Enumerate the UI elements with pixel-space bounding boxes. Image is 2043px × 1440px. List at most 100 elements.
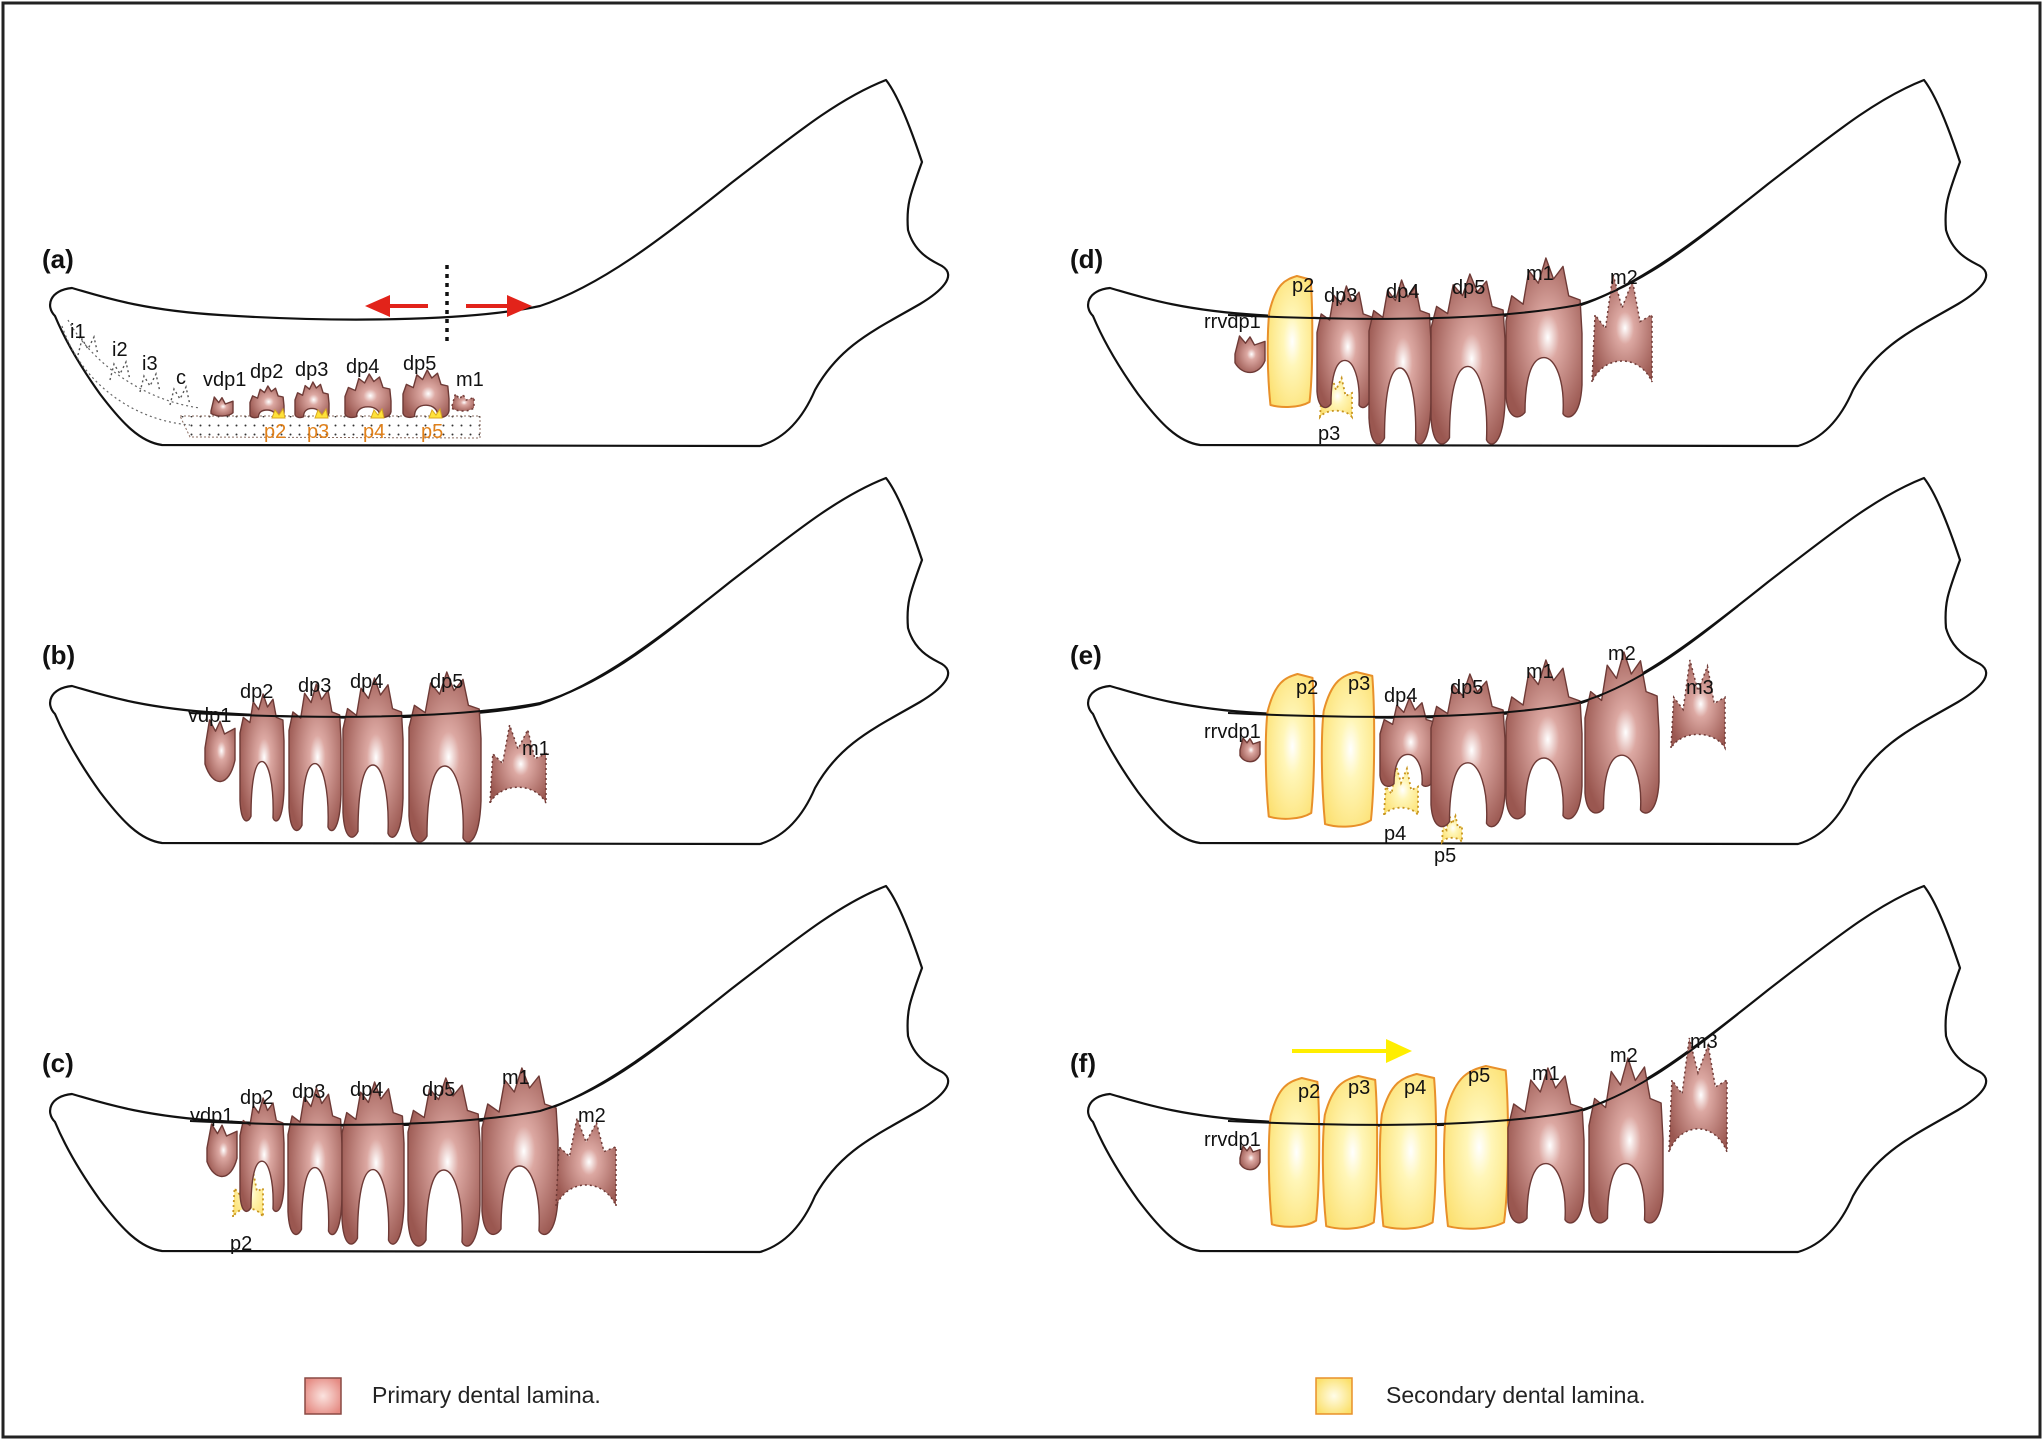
growth-arrow-right-head	[507, 295, 532, 317]
gum-line-b	[189, 605, 701, 718]
tooth-m2	[1591, 273, 1653, 383]
tooth-rrvdp1	[1234, 335, 1266, 374]
label-dp4: dp4	[1384, 685, 1417, 707]
tooth-p2	[1264, 673, 1316, 820]
label-p2: p2	[264, 421, 286, 443]
gum-line-c	[189, 1013, 701, 1126]
label-i3: i3	[142, 353, 158, 375]
label-dp2: dp2	[240, 1087, 273, 1109]
tooth-dp5	[402, 369, 450, 419]
anterior-lamina	[61, 325, 191, 426]
label-dp3: dp3	[1324, 285, 1357, 307]
bud-p2	[271, 407, 286, 419]
label-p2: p2	[230, 1233, 252, 1255]
label-m1: m1	[1532, 1063, 1560, 1085]
label-i1: i1	[70, 321, 86, 343]
label-m1: m1	[502, 1067, 530, 1089]
label-dp5: dp5	[422, 1079, 455, 1101]
label-p5: p5	[421, 421, 443, 443]
tooth-m3	[1670, 659, 1726, 751]
gum-line-f	[1227, 1013, 1739, 1126]
bud-p4	[370, 407, 385, 419]
label-m2: m2	[578, 1105, 606, 1127]
label-dp4: dp4	[350, 1079, 383, 1101]
label-p5: p5	[1434, 845, 1456, 867]
panel-label-c: (c)	[42, 1048, 74, 1078]
anterior-lamina-inner	[67, 319, 201, 409]
legend-label-primary: Primary dental lamina.	[372, 1382, 601, 1408]
label-p2: p2	[1292, 275, 1314, 297]
tooth-m1	[1505, 659, 1583, 820]
tooth-m1	[489, 722, 547, 804]
label-vdp1: vdp1	[203, 369, 246, 391]
label-dp4: dp4	[350, 671, 383, 693]
tooth-dp4	[1368, 279, 1432, 445]
label-dp4: dp4	[1386, 281, 1419, 303]
tooth-dp5	[1430, 673, 1506, 828]
panel-label-d: (d)	[1070, 244, 1103, 274]
tooth-dp3	[288, 683, 342, 832]
label-p5: p5	[1468, 1065, 1490, 1087]
tooth-dp4	[344, 373, 392, 419]
label-i2: i2	[112, 339, 128, 361]
label-p3: p3	[1318, 423, 1340, 445]
label-p4: p4	[1404, 1077, 1426, 1099]
panel-label-f: (f)	[1070, 1048, 1096, 1078]
label-p3: p3	[1348, 673, 1370, 695]
label-rrvdp1: rrvdp1	[1204, 721, 1261, 743]
tooth-p3	[1321, 1075, 1379, 1230]
panel-label-b: (b)	[42, 640, 75, 670]
label-dp3: dp3	[295, 359, 328, 381]
label-rrvdp1: rrvdp1	[1204, 1129, 1261, 1151]
label-m1: m1	[456, 369, 484, 391]
label-c: c	[176, 367, 186, 389]
tooth-m1	[451, 392, 475, 412]
bud-c	[169, 384, 191, 406]
tooth-m2	[1584, 651, 1660, 814]
label-m3: m3	[1686, 677, 1714, 699]
tooth-dp2	[239, 1097, 285, 1213]
label-vdp1: vdp1	[190, 1105, 233, 1127]
label-p3: p3	[307, 421, 329, 443]
bud-i1	[77, 334, 99, 356]
label-dp2: dp2	[250, 361, 283, 383]
label-dp2: dp2	[240, 681, 273, 703]
tooth-dp3	[1316, 285, 1374, 409]
growth-arrow-left-head	[365, 295, 390, 317]
label-dp3: dp3	[292, 1081, 325, 1103]
tooth-vdp1	[210, 396, 234, 417]
bud-p3	[314, 407, 329, 419]
tooth-dp4	[342, 677, 404, 838]
tooth-p4	[1378, 1073, 1438, 1230]
label-p3: p3	[1348, 1077, 1370, 1099]
tooth-dp2	[239, 693, 285, 822]
tooth-p3	[1320, 671, 1376, 828]
bud-i3	[139, 371, 161, 393]
label-dp4: dp4	[346, 356, 379, 378]
label-vdp1: vdp1	[188, 705, 231, 727]
jaw-outline-a	[48, 78, 950, 448]
tooth-rrvdp1	[1239, 737, 1261, 763]
label-dp5: dp5	[1452, 277, 1485, 299]
label-m1: m1	[1526, 263, 1554, 285]
tooth-m3	[1668, 1037, 1728, 1153]
panel-label-a: (a)	[42, 244, 74, 274]
tooth-vdp1	[206, 1123, 238, 1178]
panel-c: vdp1 p2 dp2 dp3 dp4 dp5 m1 m2	[48, 884, 950, 1255]
tooth-rrvdp1	[1239, 1145, 1261, 1171]
gum-line-e	[1227, 605, 1739, 718]
legend-swatch-secondary	[1315, 1377, 1353, 1415]
label-p4: p4	[1384, 823, 1406, 845]
gum-line-d	[1227, 207, 1739, 320]
panel-label-e: (e)	[1070, 640, 1102, 670]
bud-p5	[428, 407, 443, 419]
